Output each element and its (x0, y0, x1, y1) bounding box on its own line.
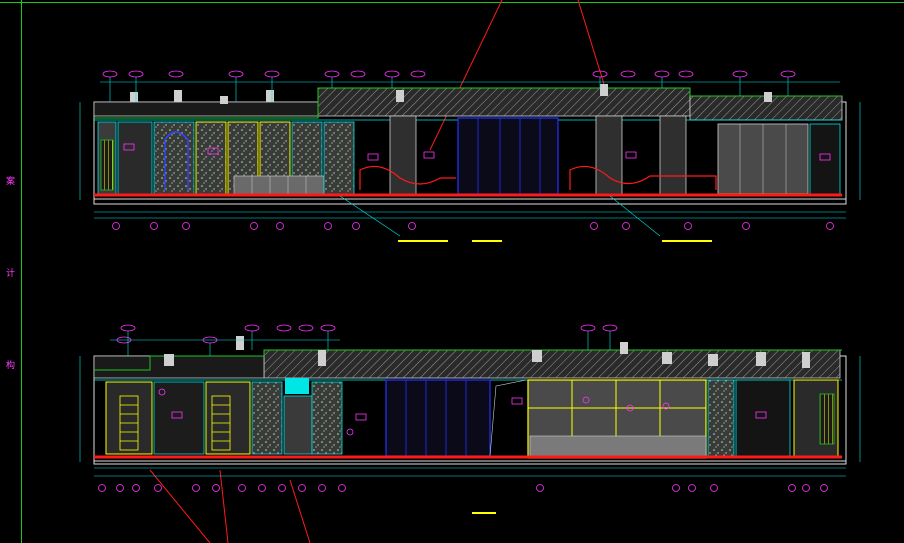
stone-panel (195, 121, 227, 195)
ornament-panel (100, 139, 114, 191)
curtain (385, 379, 491, 457)
ceiling-hatch (263, 349, 841, 379)
shelf-rows (119, 395, 139, 451)
upper-elevation[interactable] (79, 70, 861, 242)
stone-panel (283, 395, 313, 455)
wall-panel (117, 121, 153, 195)
column (659, 115, 687, 195)
seat-block (529, 435, 707, 457)
shelving-unit (105, 381, 153, 455)
dimension-lines (79, 339, 861, 477)
column (595, 115, 623, 195)
lower-elevation[interactable] (79, 324, 861, 514)
sidebar-label: 构 (4, 360, 14, 369)
seat-block (233, 175, 325, 195)
ornament-panel (819, 393, 835, 445)
sidebar-label: 案 (4, 176, 14, 185)
curtain (457, 117, 559, 195)
highlight-box (285, 378, 309, 394)
column (389, 115, 417, 195)
stone-panel (251, 381, 283, 455)
annotation-tags (98, 324, 828, 492)
stone-panel (311, 381, 343, 455)
sidebar-label: 计 (4, 268, 14, 277)
leader-lines (149, 0, 613, 543)
stone-panel (323, 121, 355, 195)
dimension-lines (79, 81, 861, 219)
shelving-unit (205, 381, 251, 455)
stone-panel (707, 379, 735, 457)
ceiling-hatch (317, 87, 691, 117)
